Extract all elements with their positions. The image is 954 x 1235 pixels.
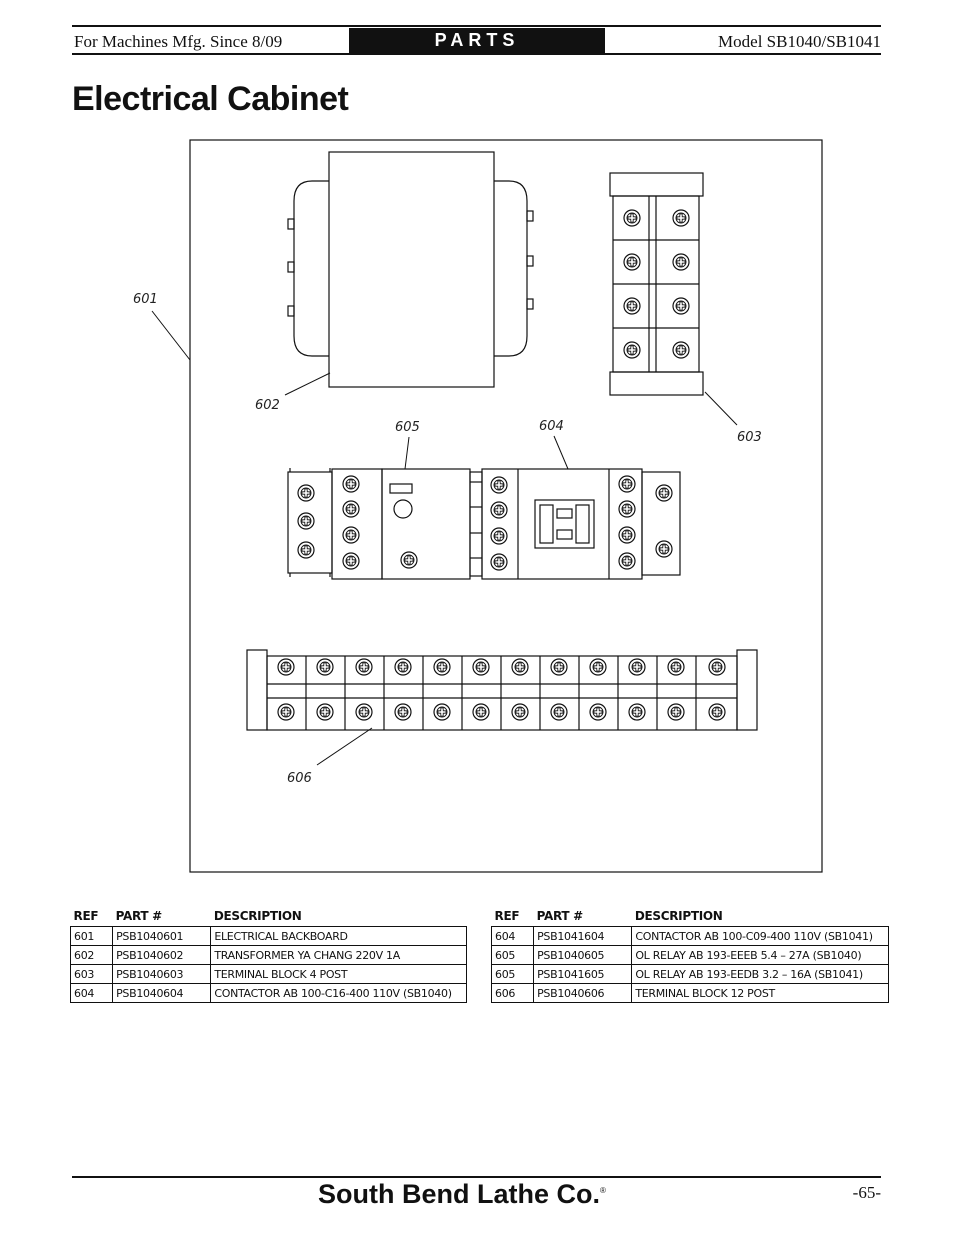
cell-description: OL RELAY AB 193-EEEB 5.4 – 27A (SB1040) — [631, 945, 889, 965]
table-row: 605 PSB1041605 OL RELAY AB 193-EEDB 3.2 … — [490, 964, 889, 984]
col-header-description: DESCRIPTION — [213, 909, 302, 923]
cell-part: PSB1040605 — [533, 945, 633, 965]
table-row: 603 PSB1040603 TERMINAL BLOCK 4 POST — [69, 964, 467, 984]
overload-relay-and-contactor — [287, 468, 681, 580]
table-row: 604 PSB1041604 CONTACTOR AB 100-C09-400 … — [490, 926, 889, 946]
cell-ref: 604 — [490, 926, 535, 946]
col-header-ref: REF — [494, 909, 520, 923]
page-number: -65- — [852, 1183, 881, 1202]
callout-604: 604 — [539, 419, 564, 434]
registered-mark: ® — [600, 1186, 606, 1195]
cell-part: PSB1041605 — [533, 964, 633, 984]
terminal-block-4-post — [609, 172, 704, 396]
callout-603: 603 — [737, 430, 762, 445]
cell-description: ELECTRICAL BACKBOARD — [210, 926, 467, 946]
backboard — [189, 139, 823, 873]
parts-table-right: REF PART # DESCRIPTION 604 PSB1041604 CO… — [490, 909, 889, 1003]
cell-description: OL RELAY AB 193-EEDB 3.2 – 16A (SB1041) — [631, 964, 889, 984]
cell-description: CONTACTOR AB 100-C16-400 110V (SB1040) — [210, 983, 467, 1003]
table-row: 604 PSB1040604 CONTACTOR AB 100-C16-400 … — [69, 983, 467, 1003]
cell-part: PSB1041604 — [533, 926, 633, 946]
callout-601: 601 — [133, 292, 158, 307]
cell-ref: 603 — [69, 964, 114, 984]
col-header-part: PART # — [115, 909, 163, 923]
cell-part: PSB1040603 — [112, 964, 212, 984]
table-row: 601 PSB1040601 ELECTRICAL BACKBOARD — [69, 926, 467, 946]
cell-ref: 601 — [69, 926, 114, 946]
page-title: Electrical Cabinet — [72, 80, 349, 118]
parts-table-left: REF PART # DESCRIPTION 601 PSB1040601 EL… — [69, 909, 467, 1003]
col-header-description: DESCRIPTION — [634, 909, 723, 923]
leader-lines — [151, 310, 738, 766]
header-section-band: PARTS — [349, 28, 605, 53]
cell-part: PSB1040602 — [112, 945, 212, 965]
header-model: Model SB1040/SB1041 — [718, 32, 881, 51]
cell-ref: 605 — [490, 945, 535, 965]
cell-part: PSB1040606 — [533, 983, 633, 1003]
cell-description: CONTACTOR AB 100-C09-400 110V (SB1041) — [631, 926, 889, 946]
cell-ref: 604 — [69, 983, 114, 1003]
cell-description: TRANSFORMER YA CHANG 220V 1A — [210, 945, 467, 965]
cell-ref: 602 — [69, 945, 114, 965]
table-row: 606 PSB1040606 TERMINAL BLOCK 12 POST — [490, 983, 889, 1003]
footer-rule — [72, 1176, 881, 1178]
callout-602: 602 — [255, 398, 280, 413]
cell-description: TERMINAL BLOCK 12 POST — [631, 983, 889, 1003]
brand-logo: South Bend Lathe Co. — [318, 1179, 600, 1209]
callout-605: 605 — [395, 420, 420, 435]
col-header-ref: REF — [73, 909, 99, 923]
transformer — [287, 151, 534, 388]
table-row: 605 PSB1040605 OL RELAY AB 193-EEEB 5.4 … — [490, 945, 889, 965]
table-row: 602 PSB1040602 TRANSFORMER YA CHANG 220V… — [69, 945, 467, 965]
cell-part: PSB1040604 — [112, 983, 212, 1003]
cell-ref: 606 — [490, 983, 535, 1003]
header-bottom-rule — [72, 53, 881, 55]
col-header-part: PART # — [536, 909, 584, 923]
header-machines-note: For Machines Mfg. Since 8/09 — [74, 32, 283, 51]
terminal-block-12-post — [246, 649, 758, 731]
cell-description: TERMINAL BLOCK 4 POST — [210, 964, 467, 984]
cell-part: PSB1040601 — [112, 926, 212, 946]
header-top-rule — [72, 25, 881, 27]
cell-ref: 605 — [490, 964, 535, 984]
callout-606: 606 — [287, 771, 312, 786]
